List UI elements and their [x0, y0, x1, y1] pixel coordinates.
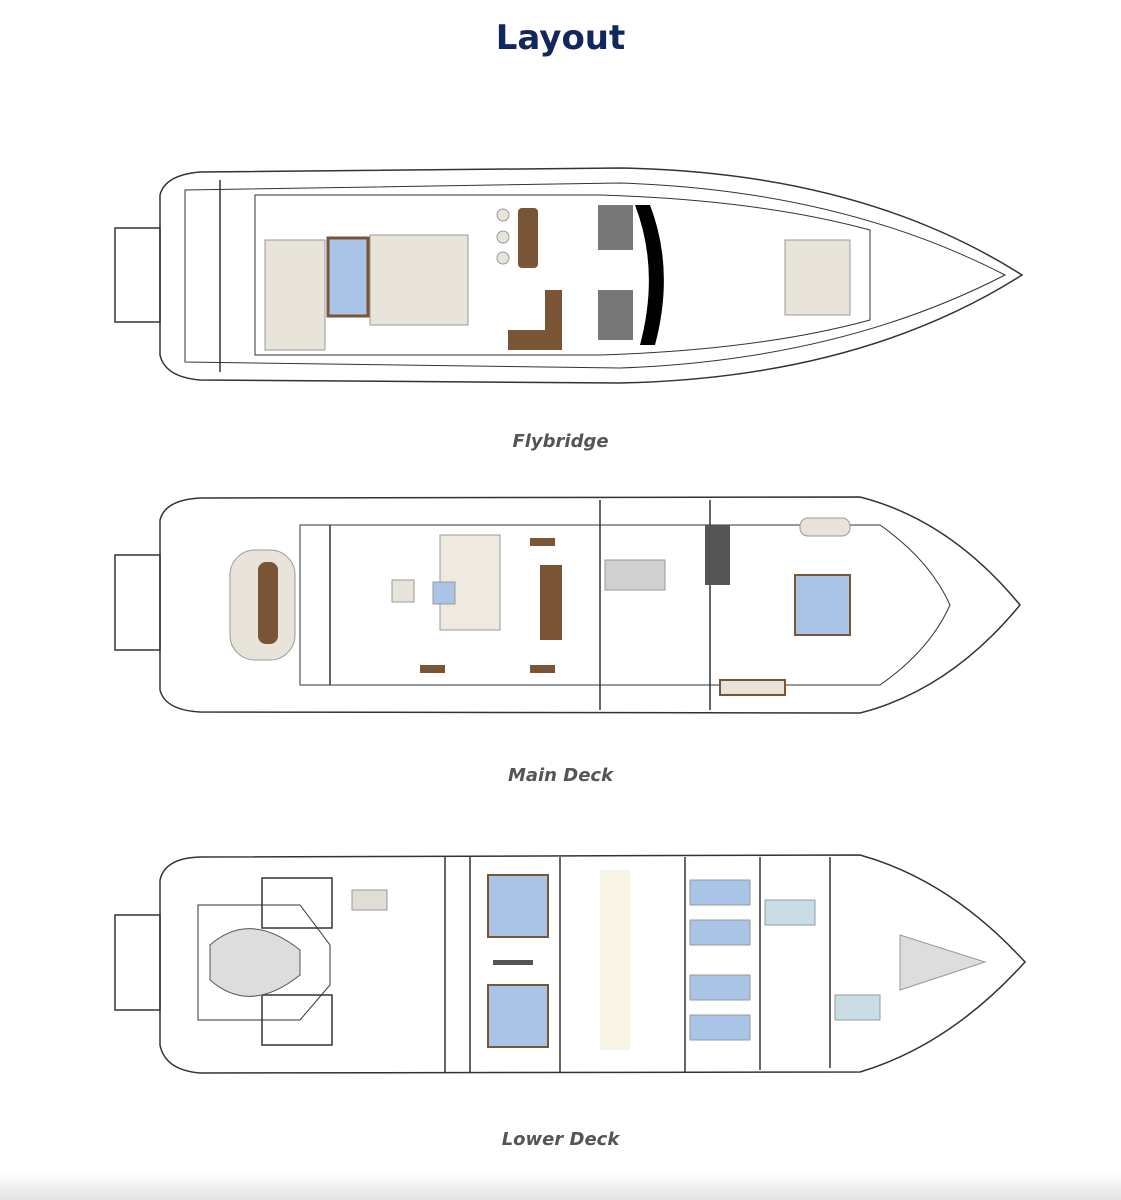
- aft-sunpad: [264, 239, 326, 351]
- page-footer-strip: [0, 1172, 1121, 1200]
- page-title: Layout: [495, 18, 626, 58]
- deck-label-lower-deck: Lower Deck: [501, 1129, 620, 1150]
- flybridge-plan: [114, 167, 1024, 384]
- fore-sunpad: [784, 239, 851, 316]
- main-deck-plan: [114, 496, 1021, 714]
- deck-label-flybridge: Flybridge: [512, 431, 609, 452]
- deck-label-main-deck: Main Deck: [507, 765, 614, 786]
- jacuzzi: [326, 236, 370, 318]
- lower-deck-plan: [114, 854, 1027, 1074]
